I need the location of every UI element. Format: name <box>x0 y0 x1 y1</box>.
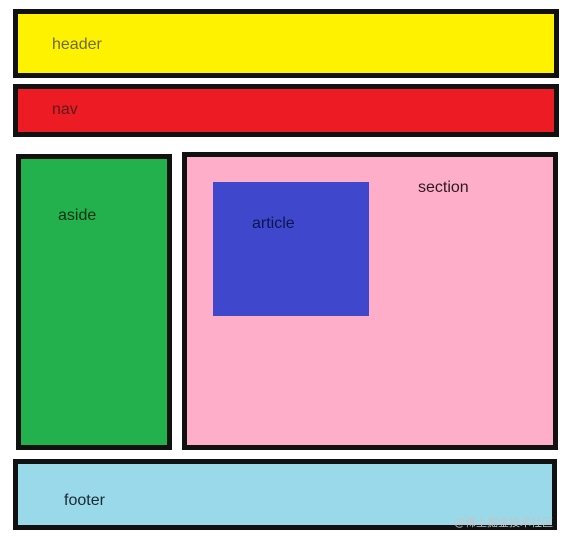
nav-label: nav <box>52 101 78 118</box>
aside-block <box>16 154 172 450</box>
article-label: article <box>252 215 295 232</box>
article-block <box>213 182 369 316</box>
section-label: section <box>418 179 469 196</box>
nav-block <box>13 84 559 137</box>
footer-label: footer <box>64 492 105 509</box>
footer-block <box>13 459 557 530</box>
header-block <box>13 9 559 78</box>
header-label: header <box>52 36 102 53</box>
aside-label: aside <box>58 207 97 224</box>
watermark-text: @稀土掘金技术社区 <box>454 516 553 529</box>
